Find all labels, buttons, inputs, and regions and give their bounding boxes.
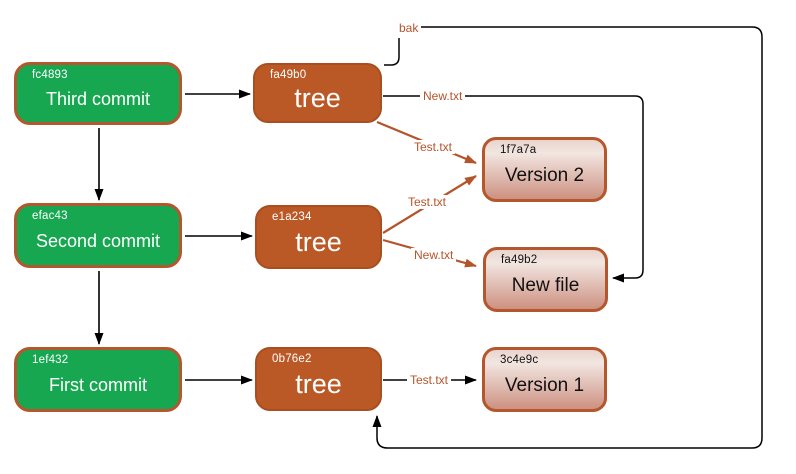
blob-node-version1: 3c4e9c Version 1 <box>482 347 607 412</box>
edge-label-testtxt-top: Test.txt <box>411 140 456 154</box>
tree-label: tree <box>294 82 341 113</box>
tree-node-e1a234: e1a234 tree <box>255 205 382 269</box>
edge-label-newtxt-middle: New.txt <box>411 248 457 262</box>
blob-node-newfile: fa49b2 New file <box>483 247 608 312</box>
tree-node-fa49b0: fa49b0 tree <box>253 63 382 123</box>
tree-hash: e1a234 <box>272 211 312 223</box>
edge-label-newtxt-top: New.txt <box>420 89 466 103</box>
commit-label: Second commit <box>35 231 161 251</box>
commit-label: First commit <box>49 375 147 395</box>
commit-label: Third commit <box>45 89 150 109</box>
commit-hash: fc4893 <box>32 69 68 81</box>
commit-node-third: fc4893 Third commit <box>14 62 182 125</box>
edge-label-testtxt-middle: Test.txt <box>405 195 450 209</box>
blob-hash: 1f7a7a <box>500 144 537 156</box>
tree-node-0b76e2: 0b76e2 tree <box>255 347 382 411</box>
tree-hash: 0b76e2 <box>272 353 312 365</box>
edge-label-bak: bak <box>396 21 422 35</box>
blob-label: Version 2 <box>504 164 585 186</box>
edge-bak-stub <box>384 38 400 66</box>
tree-label: tree <box>295 226 342 257</box>
blob-hash: fa49b2 <box>501 254 538 266</box>
blob-label: Version 1 <box>504 374 585 396</box>
blob-label: New file <box>511 274 580 296</box>
commit-hash: 1ef432 <box>32 354 69 366</box>
edge-bak-to-tree3 <box>372 26 763 449</box>
blob-hash: 3c4e9c <box>500 354 539 366</box>
blob-node-version2: 1f7a7a Version 2 <box>482 137 607 202</box>
commit-node-second: efac43 Second commit <box>14 203 182 268</box>
edge-tree1-newtxt-to-blob2 <box>383 95 644 283</box>
tree-hash: fa49b0 <box>270 69 307 81</box>
commit-node-first: 1ef432 First commit <box>14 347 182 412</box>
commit-hash: efac43 <box>32 210 68 222</box>
tree-label: tree <box>295 368 342 399</box>
edge-label-testtxt-bottom: Test.txt <box>407 373 452 387</box>
